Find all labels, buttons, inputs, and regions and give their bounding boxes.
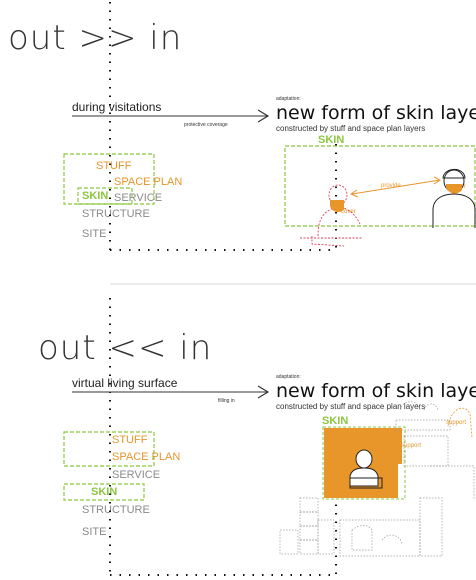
bottom-skin-box	[63, 483, 145, 501]
bottom-support-lamp	[447, 407, 473, 439]
bottom-layer-site: SITE	[82, 526, 107, 538]
top-provide-arrowhead-right	[433, 176, 441, 185]
bottom-skin-frame	[322, 426, 406, 500]
top-flow-sublabel: protective coverage	[184, 122, 228, 128]
bottom-adaptation-title: new form of skin layer	[276, 380, 476, 402]
bottom-title: out << in	[38, 328, 213, 368]
top-layer-space-plan: SPACE PLAN	[114, 176, 183, 188]
top-skin-frame	[284, 145, 476, 227]
bottom-adaptation-sub: constructed by stuff and space plan laye…	[276, 402, 426, 411]
bottom-skin-label: SKIN	[322, 415, 349, 427]
bottom-adaptation-tag: adaptation:	[276, 374, 301, 380]
top-provide-label: provide	[381, 183, 401, 189]
bottom-layer-structure: STRUCTURE	[82, 504, 150, 516]
top-adaptation-sub: constructed by stuff and space plan laye…	[276, 124, 426, 133]
bottom-person	[349, 449, 379, 487]
bottom-ghost-furniture	[279, 401, 475, 557]
bottom-support-1: support	[401, 443, 422, 449]
bottom-layer-service: SERVICE	[112, 469, 161, 481]
top-helmet	[442, 168, 466, 179]
top-skin-box	[77, 187, 133, 205]
bottom-person-desk	[349, 477, 383, 489]
top-adaptation-title: new form of skin layer	[276, 102, 476, 124]
bottom-layer-space-plan: SPACE PLAN	[112, 451, 181, 463]
top-layer-structure: STRUCTURE	[82, 208, 150, 220]
top-layer-service: SERVICE	[114, 192, 163, 204]
bottom-layer-outer-box	[63, 431, 155, 467]
bottom-flow-sublabel: filling in	[218, 398, 235, 404]
top-left-mask	[330, 200, 344, 213]
bottom-flow-arrowhead	[257, 385, 270, 399]
top-layer-stuff: STUFF	[96, 160, 132, 172]
top-provide-arrow	[351, 179, 441, 195]
top-provide-arrowhead-left	[349, 189, 359, 198]
top-layer-site: SITE	[82, 228, 107, 240]
bottom-layer-stuff: STUFF	[112, 434, 148, 446]
top-layer-outer-box	[63, 153, 155, 205]
top-cover-left: cover	[341, 209, 356, 215]
top-right-mask	[446, 184, 462, 194]
top-adaptation-tag: adaptation:	[276, 96, 301, 102]
top-flow-label: during visitations	[72, 100, 162, 114]
top-skin-label: SKIN	[318, 134, 345, 146]
top-layer-skin: SKIN	[82, 190, 109, 202]
top-flow-arrowhead	[257, 109, 270, 123]
bottom-support-2: support	[446, 420, 467, 426]
top-person-right	[432, 169, 476, 228]
bottom-flow-label: virtual living surface	[72, 376, 178, 390]
top-title: out >> in	[8, 18, 183, 58]
